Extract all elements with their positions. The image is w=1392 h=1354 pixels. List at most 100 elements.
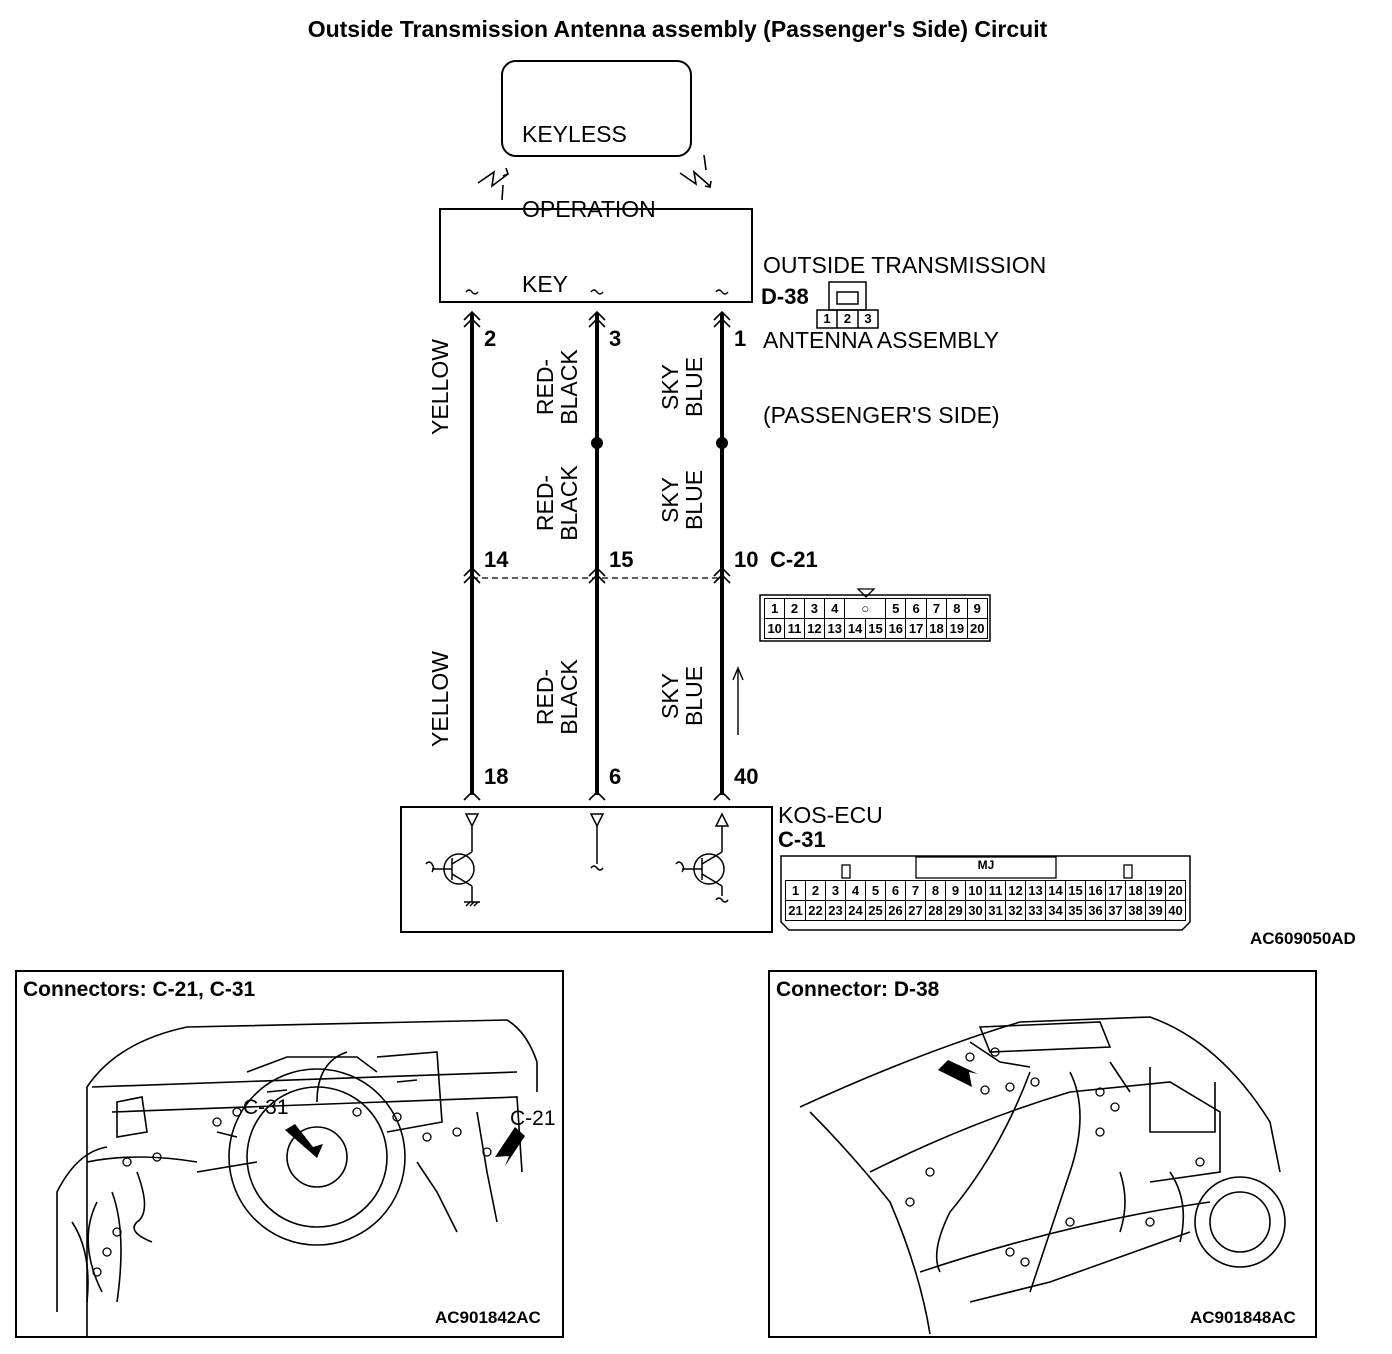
pin-bottom-red-black: 6 — [609, 764, 622, 789]
c21-pin: 4 — [824, 598, 846, 619]
wire-color-label: RED- BLACK — [532, 349, 582, 425]
wire-color-label: SKY BLUE — [657, 356, 707, 418]
pin-top-red-black: 3 — [609, 326, 622, 351]
c31-pin: 6 — [885, 880, 906, 901]
callout-c21: C-21 — [510, 1107, 556, 1130]
panel-connector-d38: Connector: D-38 AC901848AC — [768, 970, 1317, 1338]
radio-wave-icon — [477, 170, 509, 188]
c21-pin: 14 — [844, 618, 866, 639]
c31-pin: 36 — [1085, 900, 1106, 921]
c31-pin: 13 — [1025, 880, 1046, 901]
c21-pin: 7 — [925, 598, 948, 619]
c21-pin: 19 — [946, 618, 968, 639]
pin-mid-yellow: 14 — [484, 547, 509, 572]
c31-pin: 29 — [945, 900, 966, 921]
diagram-title: Outside Transmission Antenna assembly (P… — [307, 16, 1048, 42]
c31-pin: 32 — [1005, 900, 1026, 921]
pin-mid-red-black: 15 — [609, 547, 634, 572]
antenna-assembly-label: OUTSIDE TRANSMISSION ANTENNA ASSEMBLY (P… — [763, 203, 1046, 453]
c21-pin: 9 — [966, 598, 988, 619]
c31-pin: 35 — [1065, 900, 1086, 921]
c31-pin: 39 — [1145, 900, 1166, 921]
c21-pin: 3 — [803, 598, 826, 619]
wire-color-label: YELLOW — [427, 339, 453, 435]
pin-top-sky-blue: 1 — [734, 326, 747, 351]
c31-pin: 7 — [905, 880, 926, 901]
c31-pin: 15 — [1065, 880, 1086, 901]
antenna-line: OUTSIDE TRANSMISSION — [763, 252, 1047, 278]
panel-connectors-c21-c31: Connectors: C-21, C-31 — [15, 970, 564, 1338]
panel-code: AC901842AC — [435, 1308, 541, 1327]
pin-bottom-yellow: 18 — [484, 764, 509, 789]
d38-pin: 1 — [823, 311, 831, 326]
pin-top-yellow: 2 — [484, 326, 497, 351]
c31-pin: 33 — [1025, 900, 1046, 921]
panel-title: Connectors: C-21, C-31 — [23, 978, 256, 1001]
c21-pin: 12 — [803, 618, 826, 639]
c31-pin: 4 — [845, 880, 866, 901]
connector-c21-pinout: 1 2 3 4 ○ 5 6 7 8 9 10 11 12 13 14 15 16… — [763, 598, 988, 639]
c31-pin: 18 — [1125, 880, 1146, 901]
key-line: KEY — [522, 271, 569, 297]
dashboard-illustration — [56, 1019, 538, 1336]
c31-pin: 24 — [845, 900, 866, 921]
connector-d38-label: D-38 — [761, 284, 809, 309]
c21-pin: 15 — [864, 618, 887, 639]
c31-pin: 17 — [1105, 880, 1126, 901]
keyless-key-label: KEYLESS OPERATION KEY — [522, 72, 656, 322]
c31-tab-label: MJ — [977, 858, 995, 872]
figure-code: AC609050AD — [1250, 929, 1356, 948]
d38-pin-row: 1 2 3 — [817, 311, 878, 326]
d38-pin: 3 — [864, 311, 872, 326]
vehicle-roof-illustration — [799, 1016, 1286, 1335]
c31-pin: 31 — [985, 900, 1006, 921]
c31-pin: 10 — [965, 880, 986, 901]
callout-c31: C-31 — [243, 1096, 289, 1119]
c21-pin: 6 — [905, 598, 927, 619]
c21-pin: 10 — [763, 618, 786, 639]
key-line: KEYLESS — [522, 121, 627, 147]
antenna-line: (PASSENGER'S SIDE) — [763, 402, 1000, 428]
c21-pin: 16 — [885, 618, 907, 639]
radio-wave-icon — [679, 169, 711, 187]
pin-mid-sky-blue: 10 — [734, 547, 759, 572]
c21-pin: 18 — [925, 618, 948, 639]
c31-pin: 28 — [925, 900, 946, 921]
c21-pin: 20 — [966, 618, 988, 639]
c21-pin: 17 — [905, 618, 927, 639]
wire-color-label: RED- BLACK — [532, 659, 582, 735]
c31-pin: 8 — [925, 880, 946, 901]
keyless-key-box — [501, 60, 692, 157]
panel-title: Connector: D-38 — [776, 978, 940, 1001]
c31-pin: 19 — [1145, 880, 1166, 901]
c21-pin: 8 — [946, 598, 968, 619]
c31-pin: 23 — [825, 900, 846, 921]
c21-pin: 2 — [784, 598, 805, 619]
c31-pin: 30 — [965, 900, 986, 921]
kos-ecu-box — [400, 806, 773, 933]
wire-color-label: YELLOW — [427, 651, 453, 747]
c31-pin: 16 — [1085, 880, 1106, 901]
c31-pin: 2 — [805, 880, 826, 901]
c31-pin: 1 — [785, 880, 806, 901]
c31-pin: 38 — [1125, 900, 1146, 921]
c21-pin: 11 — [784, 618, 805, 639]
c21-pin: ○ — [844, 598, 887, 619]
pin-bottom-sky-blue: 40 — [734, 764, 759, 789]
c21-pin: 1 — [763, 598, 786, 619]
c31-pin: 11 — [985, 880, 1006, 901]
c31-pin: 21 — [785, 900, 806, 921]
ecu-name: KOS-ECU — [778, 802, 883, 828]
wire-color-label: SKY BLUE — [657, 665, 707, 727]
c31-pin: 12 — [1005, 880, 1026, 901]
antenna-line: ANTENNA ASSEMBLY — [763, 327, 1000, 353]
c31-pin: 37 — [1105, 900, 1126, 921]
d38-pin: 2 — [843, 311, 852, 326]
c31-pin: 14 — [1045, 880, 1066, 901]
connector-c21-label: C-21 — [770, 547, 818, 572]
c21-pin: 13 — [824, 618, 846, 639]
c31-pin: 34 — [1045, 900, 1066, 921]
c31-pin: 9 — [945, 880, 966, 901]
